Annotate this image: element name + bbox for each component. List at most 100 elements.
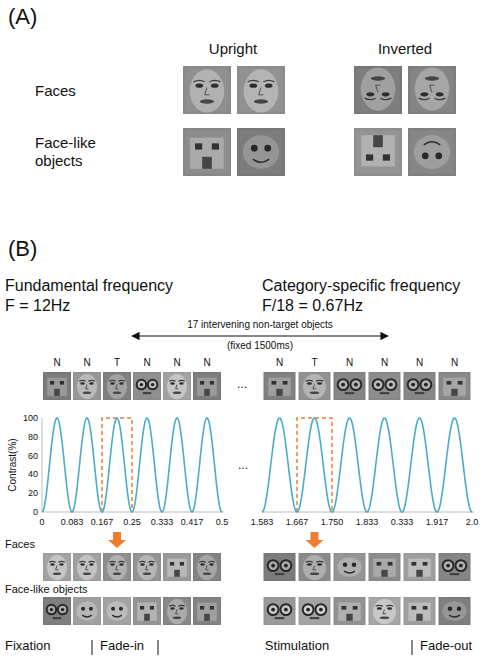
axis-tick: 1.833 bbox=[356, 517, 379, 528]
contrast-wave bbox=[42, 418, 472, 512]
column-heading: Inverted bbox=[378, 40, 432, 58]
frequency-heading: Category-specific frequency bbox=[262, 276, 460, 295]
stimulus-marker: T bbox=[114, 357, 120, 369]
axis-tick: 20 bbox=[28, 488, 38, 499]
object-image bbox=[163, 553, 191, 581]
object-image bbox=[439, 372, 471, 400]
object-image bbox=[404, 372, 436, 400]
row-heading: Face-like objects bbox=[5, 583, 88, 596]
phase-separator bbox=[92, 640, 93, 655]
face-image bbox=[369, 597, 401, 625]
face-image bbox=[408, 66, 456, 114]
frequency-value: F = 12Hz bbox=[5, 296, 70, 315]
stimulus-marker: N bbox=[53, 357, 60, 369]
object-image bbox=[334, 372, 366, 400]
object-image bbox=[334, 553, 366, 581]
stimulus-marker: N bbox=[346, 357, 353, 369]
phase-separator bbox=[158, 640, 159, 655]
object-image bbox=[183, 128, 231, 176]
contrast-curve bbox=[262, 418, 472, 512]
stimulus-marker: N bbox=[416, 357, 423, 369]
stimulus-images bbox=[43, 66, 471, 625]
face-image bbox=[299, 372, 331, 400]
frequency-value: F/18 = 0.67Hz bbox=[262, 296, 363, 315]
object-image bbox=[369, 372, 401, 400]
axis-tick: 100 bbox=[23, 413, 38, 424]
object-image bbox=[299, 597, 331, 625]
contrast-curve bbox=[42, 418, 222, 512]
stimulus-marker: N bbox=[381, 357, 388, 369]
object-image bbox=[133, 372, 161, 400]
axis-tick: 0.5 bbox=[216, 517, 229, 528]
object-image bbox=[404, 597, 436, 625]
frequency-heading: Fundamental frequency bbox=[5, 276, 173, 295]
axis-tick: 1.750 bbox=[321, 517, 344, 528]
face-image bbox=[354, 66, 402, 114]
face-image bbox=[299, 553, 331, 581]
axis-tick: 0.333 bbox=[391, 517, 414, 528]
axis-tick: 0.25 bbox=[123, 517, 141, 528]
axis-tick: 0.417 bbox=[181, 517, 204, 528]
object-image bbox=[103, 597, 131, 625]
phase-label: Fade-in bbox=[100, 638, 144, 654]
phase-label: Fixation bbox=[5, 638, 51, 654]
axis-tick: 2.0 bbox=[466, 517, 479, 528]
axis-title: Contrast(%) bbox=[7, 438, 19, 491]
stimulus-marker: N bbox=[451, 357, 458, 369]
object-image bbox=[334, 597, 366, 625]
row-heading: Faces bbox=[5, 538, 35, 551]
object-image bbox=[408, 128, 456, 176]
panel-letter: (B) bbox=[8, 236, 37, 262]
object-image bbox=[43, 372, 71, 400]
object-image bbox=[133, 597, 161, 625]
phase-label: Stimulation bbox=[265, 638, 329, 654]
axis-tick: 40 bbox=[28, 469, 38, 480]
face-image bbox=[183, 66, 231, 114]
face-image bbox=[43, 553, 71, 581]
face-image bbox=[163, 372, 191, 400]
interval-arrow bbox=[132, 335, 388, 336]
stimulus-marker: N bbox=[143, 357, 150, 369]
y-axis bbox=[42, 418, 43, 512]
interval-note: 17 intervening non-target objects bbox=[187, 319, 333, 331]
ellipsis: ... bbox=[237, 377, 247, 391]
axis-tick: 0.333 bbox=[151, 517, 174, 528]
ellipsis: ... bbox=[238, 458, 248, 472]
target-box bbox=[297, 418, 332, 512]
axis-tick: 80 bbox=[28, 431, 38, 442]
face-image bbox=[103, 553, 131, 581]
object-image bbox=[354, 128, 402, 176]
axis-tick: 0 bbox=[33, 507, 38, 518]
target-arrow bbox=[306, 532, 324, 548]
object-image bbox=[264, 372, 296, 400]
object-image bbox=[193, 597, 221, 625]
stimulus-marker: N bbox=[203, 357, 210, 369]
axis-tick: 1.917 bbox=[426, 517, 449, 528]
face-image bbox=[73, 372, 101, 400]
phase-separator bbox=[412, 640, 413, 655]
face-image bbox=[73, 553, 101, 581]
column-heading: Upright bbox=[209, 40, 257, 58]
face-image bbox=[237, 66, 285, 114]
axis-tick: 1.583 bbox=[251, 517, 274, 528]
phase-label: Fade-out bbox=[420, 638, 472, 654]
row-heading: Faces bbox=[35, 82, 76, 100]
stimulus-marker: T bbox=[311, 357, 317, 369]
object-image bbox=[73, 597, 101, 625]
stimulus-marker: N bbox=[276, 357, 283, 369]
interval-note: (fixed 1500ms) bbox=[227, 340, 293, 352]
stimulus-marker: N bbox=[173, 357, 180, 369]
object-image bbox=[404, 553, 436, 581]
object-image bbox=[237, 128, 285, 176]
target-arrow bbox=[108, 532, 126, 548]
axis-tick: 60 bbox=[28, 450, 38, 461]
object-image bbox=[369, 553, 401, 581]
face-image bbox=[163, 597, 191, 625]
object-image bbox=[43, 597, 71, 625]
object-image bbox=[264, 553, 296, 581]
face-image bbox=[133, 553, 161, 581]
axis-tick: 0.083 bbox=[61, 517, 84, 528]
object-image bbox=[193, 372, 221, 400]
